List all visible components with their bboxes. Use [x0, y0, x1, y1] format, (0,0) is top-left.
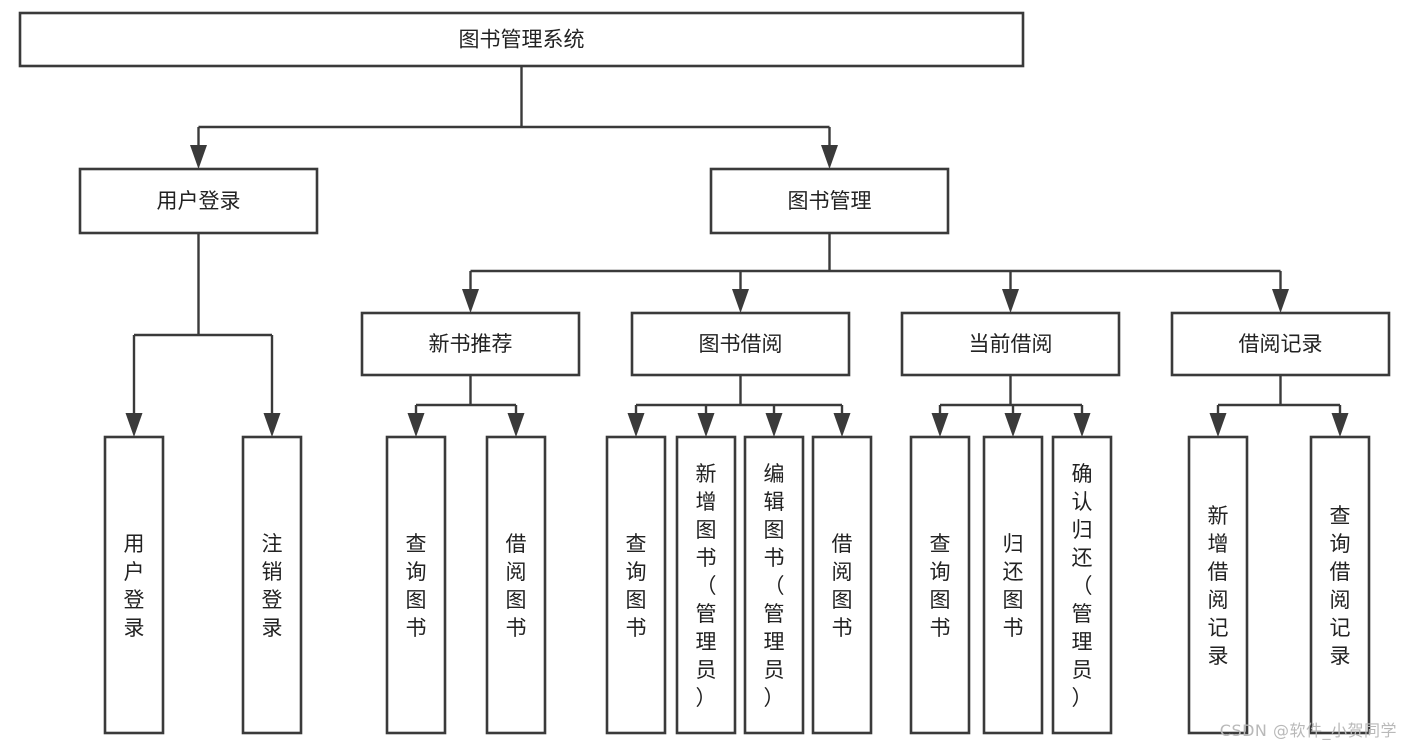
node-leaf-leaf-query-book-2[interactable]: 查询图书 [605, 435, 667, 735]
node-leaf-leaf-user-logout[interactable]: 注销登录 [241, 435, 303, 735]
node-label: 编辑图书（管理员） [764, 462, 785, 710]
node-label: 查询图书 [930, 532, 951, 640]
arrow-head-icon [1002, 289, 1019, 313]
node-label: 注销登录 [262, 532, 283, 640]
node-box[interactable] [1170, 311, 1391, 377]
node-level2-new-book-recommend[interactable]: 新书推荐 [360, 311, 581, 377]
connector-group-book-manage [462, 233, 1289, 313]
node-box[interactable] [385, 435, 447, 735]
node-label: 新增图书（管理员） [696, 462, 717, 710]
node-label: 查询借阅记录 [1330, 504, 1351, 668]
arrow-head-icon [1004, 413, 1022, 437]
node-box[interactable] [605, 435, 667, 735]
node-box[interactable] [743, 435, 805, 735]
arrow-head-icon [1331, 413, 1349, 437]
node-leaf-leaf-borrow-book-1[interactable]: 借阅图书 [485, 435, 547, 735]
arrow-head-icon [931, 413, 949, 437]
node-label: 用户登录 [124, 532, 145, 640]
connector-group-book-borrow [627, 375, 851, 437]
node-leaf-leaf-add-record[interactable]: 新增借阅记录 [1187, 435, 1249, 735]
arrow-head-icon [407, 413, 425, 437]
node-box[interactable] [18, 11, 1025, 68]
node-label: 借阅图书 [506, 532, 527, 640]
node-level2-book-borrow[interactable]: 图书借阅 [630, 311, 851, 377]
node-leaf-leaf-query-record[interactable]: 查询借阅记录 [1309, 435, 1371, 735]
arrow-head-icon [125, 413, 143, 437]
connector-group-user-login [125, 233, 281, 437]
connector-group-borrow-record [1209, 375, 1349, 437]
node-box[interactable] [909, 435, 971, 735]
node-box[interactable] [241, 435, 303, 735]
node-layer: 图书管理系统用户登录图书管理新书推荐图书借阅当前借阅借阅记录用户登录注销登录查询… [18, 11, 1391, 735]
node-label: 归还图书 [1003, 532, 1024, 640]
node-level2-current-borrow[interactable]: 当前借阅 [900, 311, 1121, 377]
arrow-head-icon [697, 413, 715, 437]
node-label: 确认归还（管理员） [1072, 462, 1093, 710]
node-box[interactable] [103, 435, 165, 735]
arrow-head-icon [627, 413, 645, 437]
node-label: 新书推荐 [429, 332, 513, 356]
node-box[interactable] [811, 435, 873, 735]
node-label: 图书借阅 [699, 332, 783, 356]
arrow-head-icon [1209, 413, 1227, 437]
node-label: 当前借阅 [969, 332, 1053, 356]
arrow-head-icon [263, 413, 281, 437]
connector-group-root [190, 66, 838, 169]
node-leaf-leaf-return-book[interactable]: 归还图书 [982, 435, 1044, 735]
arrow-head-icon [1272, 289, 1289, 313]
node-label: 借阅图书 [832, 532, 853, 640]
node-level1-user-login[interactable]: 用户登录 [78, 167, 319, 235]
node-box[interactable] [78, 167, 319, 235]
node-box[interactable] [1187, 435, 1249, 735]
node-leaf-leaf-query-book-1[interactable]: 查询图书 [385, 435, 447, 735]
arrow-head-icon [732, 289, 749, 313]
connector-group-new-book-recommend [407, 375, 525, 437]
node-label: 借阅记录 [1239, 332, 1323, 356]
node-root-图书管理系统[interactable]: 图书管理系统 [18, 11, 1025, 68]
node-box[interactable] [675, 435, 737, 735]
arrow-head-icon [821, 145, 838, 169]
node-leaf-leaf-confirm-return[interactable]: 确认归还（管理员） [1051, 435, 1113, 735]
node-box[interactable] [709, 167, 950, 235]
arrow-head-icon [833, 413, 851, 437]
node-leaf-leaf-borrow-book-2[interactable]: 借阅图书 [811, 435, 873, 735]
node-box[interactable] [630, 311, 851, 377]
node-box[interactable] [982, 435, 1044, 735]
connector-layer [125, 66, 1349, 437]
node-box[interactable] [900, 311, 1121, 377]
node-label: 查询图书 [406, 532, 427, 640]
arrow-head-icon [507, 413, 525, 437]
node-box[interactable] [485, 435, 547, 735]
node-leaf-leaf-query-book-3[interactable]: 查询图书 [909, 435, 971, 735]
arrow-head-icon [462, 289, 479, 313]
node-level2-borrow-record[interactable]: 借阅记录 [1170, 311, 1391, 377]
node-label: 图书管理 [788, 189, 872, 213]
arrow-head-icon [1073, 413, 1091, 437]
arrow-head-icon [190, 145, 207, 169]
node-box[interactable] [1051, 435, 1113, 735]
node-level1-book-manage[interactable]: 图书管理 [709, 167, 950, 235]
node-box[interactable] [360, 311, 581, 377]
node-label: 查询图书 [626, 532, 647, 640]
node-leaf-leaf-edit-book[interactable]: 编辑图书（管理员） [743, 435, 805, 735]
node-box[interactable] [1309, 435, 1371, 735]
node-leaf-leaf-user-login[interactable]: 用户登录 [103, 435, 165, 735]
node-leaf-leaf-add-book[interactable]: 新增图书（管理员） [675, 435, 737, 735]
connector-group-current-borrow [931, 375, 1091, 437]
node-label: 用户登录 [157, 189, 241, 213]
node-label: 图书管理系统 [459, 28, 585, 52]
arrow-head-icon [765, 413, 783, 437]
node-label: 新增借阅记录 [1208, 504, 1229, 668]
